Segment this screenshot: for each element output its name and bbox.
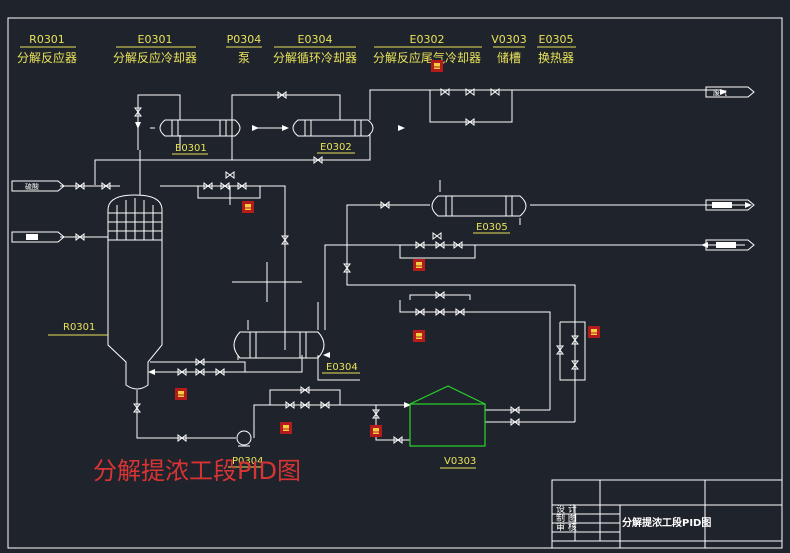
piping — [60, 89, 745, 441]
stream-out-2 — [705, 239, 755, 251]
header-item-e0301: E0301 分解反应冷却器 — [113, 33, 197, 65]
header-item-e0304: E0304 分解循环冷却器 — [273, 33, 357, 65]
header-item-r0301: R0301 分解反应器 — [17, 33, 77, 65]
title-block-title: 分解提浓工段PID图 — [622, 516, 711, 529]
instrument-icon — [279, 421, 293, 435]
label-r0301: R0301 — [63, 322, 95, 333]
label-v0303: V0303 — [444, 456, 476, 467]
stream-out-e0305 — [705, 199, 755, 211]
stream-in-1: 硫酸 — [11, 180, 65, 192]
r0301-reactor — [107, 194, 163, 390]
instrument-icon — [587, 325, 601, 339]
v0303-tank — [409, 385, 486, 447]
header-name: 换热器 — [538, 51, 574, 65]
title-block: 设 计 制 图 审 核 分解提浓工段PID图 — [551, 479, 783, 549]
header-item-p0304: P0304 泵 — [226, 33, 262, 65]
header-tag: V0303 — [491, 33, 527, 46]
header-name: 泵 — [238, 51, 250, 65]
label-e0302: E0302 — [320, 142, 352, 153]
header-tag: E0301 — [138, 33, 173, 46]
stream-label: 废气 — [713, 88, 727, 97]
header-item-e0302: E0302 分解反应尾气冷却器 — [373, 33, 482, 65]
header-tag: E0304 — [298, 33, 333, 46]
header-name: 储槽 — [497, 50, 521, 65]
instrument-icon — [412, 329, 426, 343]
instrument-icon — [369, 424, 383, 438]
header-name: 分解反应尾气冷却器 — [373, 50, 481, 65]
label-e0304: E0304 — [326, 362, 358, 373]
label-e0301: E0301 — [175, 143, 207, 154]
header-item-v0303: V0303 储槽 — [491, 33, 527, 65]
instrument-icon — [241, 200, 255, 214]
header-tag: P0304 — [227, 33, 262, 46]
e0301-cooler — [150, 119, 241, 137]
header-name: 分解反应冷却器 — [113, 50, 197, 65]
e0305-exchanger — [431, 195, 527, 217]
title-block-row: 制 图 — [556, 512, 577, 524]
instrument-icon — [412, 258, 426, 272]
instruments — [174, 59, 601, 438]
drawing-title: 分解提浓工段PID图 — [93, 457, 301, 485]
header-tag: R0301 — [29, 33, 65, 46]
title-block-row: 审 核 — [556, 521, 577, 533]
stream-label: 硫酸 — [25, 182, 39, 191]
stream-in-2 — [11, 231, 65, 243]
header-item-e0305: E0305 换热器 — [537, 33, 576, 65]
e0304-cooler — [233, 331, 325, 359]
e0302-cooler — [292, 119, 374, 137]
instrument-icon — [174, 387, 188, 401]
header-name: 分解循环冷却器 — [273, 51, 357, 65]
label-p0304: P0304 — [232, 456, 263, 467]
title-block-row: 设 计 — [556, 503, 577, 515]
label-e0305: E0305 — [476, 222, 508, 233]
p0304-pump — [236, 430, 252, 447]
header-tag: E0305 — [539, 33, 574, 46]
drawing-border — [7, 17, 783, 549]
flow-arrows — [135, 89, 752, 408]
header-tag: E0302 — [410, 33, 445, 46]
header-name: 分解反应器 — [17, 50, 77, 65]
equipment-header: R0301 分解反应器 E0301 分解反应冷却器 P0304 泵 E0304 … — [17, 33, 576, 65]
instrument-icon — [430, 59, 444, 73]
stream-out-top: 废气 — [705, 86, 755, 98]
